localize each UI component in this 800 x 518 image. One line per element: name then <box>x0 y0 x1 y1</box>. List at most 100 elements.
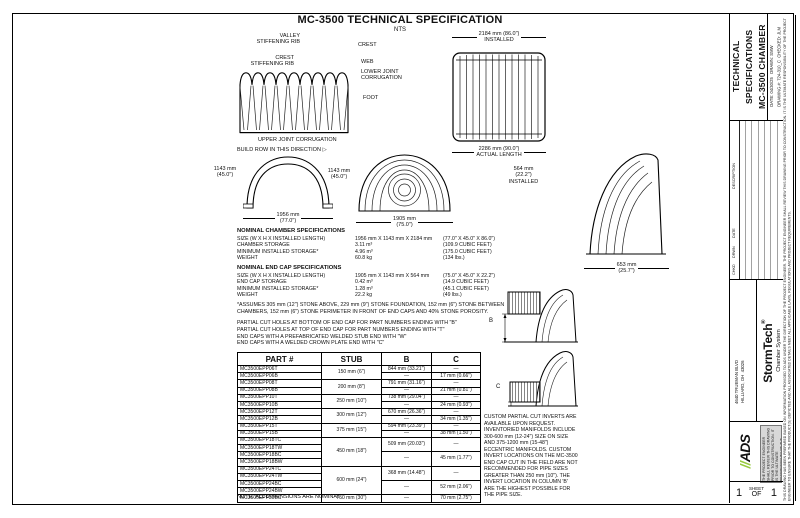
table-cell: 844 mm (33.21") <box>381 364 432 374</box>
table-cell: 594 mm (23.39") <box>381 422 432 431</box>
chamber-top-view-drawing <box>452 52 546 142</box>
table-row: MC3500EPP06B—17 mm (0.66") <box>237 372 481 381</box>
stormtech-logo: StormTech® Chamber System <box>756 280 783 421</box>
drawn-value: SMW <box>769 45 774 56</box>
web-callout: WEB <box>361 59 374 65</box>
table-cell: MC3500EPP18TC <box>237 436 322 446</box>
sheet-number: 1 <box>736 486 743 499</box>
ads-logo-slashes-icon: // <box>737 462 753 469</box>
revision-grid <box>739 121 783 279</box>
table-cell: 200 mm (8") <box>321 379 382 395</box>
table-cell: — <box>381 386 432 395</box>
table-cell: — <box>431 364 481 374</box>
partial-cut-note-line: END CAPS WITH A PREFABRICATED WELDED STU… <box>237 333 407 340</box>
sheet-border <box>12 13 794 505</box>
drawn-label: DRAWN: <box>769 56 774 74</box>
valley-rib-callout: VALLEY STIFFENING RIB <box>256 33 300 46</box>
actual-length-text: 2286 mm (90.0") ACTUAL LENGTH <box>476 146 522 159</box>
chamber-width-text: 1956 mm (77.0") <box>276 212 300 225</box>
table-cell: MC3500EPP24TC <box>237 465 322 474</box>
table-cell: MC3500EPP12T <box>237 408 322 417</box>
spec-metric: 0.42 m³ <box>355 279 373 286</box>
spec-label: MINIMUM INSTALLED STORAGE* <box>237 248 319 255</box>
spec-label: END CAP STORAGE <box>237 279 287 286</box>
table-cell: 34 mm (1.35") <box>431 415 481 424</box>
registered-mark-icon: ® <box>759 318 766 324</box>
table-row: MC3500EPP18BC —45 mm (1.77") <box>237 451 481 467</box>
c-dim-label: C <box>496 384 501 390</box>
table-cell: MC3500EPP24BC <box>237 479 322 489</box>
table-row: MC3500EPP18TW <box>237 444 481 453</box>
table-cell: — <box>431 408 481 417</box>
partial-cut-note-line: PARTIAL CUT HOLES AT TOP OF END CAP FOR … <box>237 326 445 333</box>
spec-metric: 60.8 kg <box>355 255 373 262</box>
foot-callout: FOOT <box>363 95 379 101</box>
table-cell: 24 mm (0.93") <box>431 400 481 410</box>
table-cell: MC3500EPP24BW <box>237 487 322 496</box>
table-cell: MC3500EPP06B <box>237 372 322 381</box>
chamber-width-dim: 1956 mm (77.0") <box>243 212 333 225</box>
custom-inverts-note: CUSTOM PARTIAL CUT INVERTS ARE AVAILABLE… <box>484 414 578 498</box>
sheet-number-box: 1 SHEET OF 1 <box>730 482 783 503</box>
titleblock-divider-h4 <box>730 481 783 482</box>
endcap-width-text: 1905 mm (75.0") <box>393 216 416 229</box>
table-row: MC3500EPP24TW <box>237 472 481 482</box>
upper-joint-callout: UPPER JOINT CORRUGATION <box>258 137 337 143</box>
endcap-height-dim: 1143 mm (45.0") <box>327 168 351 181</box>
titleblock-divider-h2 <box>730 279 783 280</box>
table-cell: 45 mm (1.77") <box>431 451 481 467</box>
table-cell: — <box>431 379 481 388</box>
c-invert-detail-drawing <box>508 348 580 410</box>
partial-cut-note-line: END CAPS WITH A WELDED CROWN PLATE END W… <box>237 340 385 347</box>
table-cell: MC3500EPP24TW <box>237 472 322 482</box>
revision-table: DESCRIPTION DATE DRWN CHKD <box>730 121 783 279</box>
titleblock-divider-v2 <box>756 280 757 421</box>
title-block: THIS DRAWING HAS BEEN PREPARED BASED ON … <box>729 13 796 503</box>
titleblock-divider-h3 <box>730 421 783 422</box>
spec-label: WEIGHT <box>237 255 258 262</box>
b-invert-detail-drawing <box>502 286 580 346</box>
spec-metric: 1.28 m³ <box>355 285 373 292</box>
edge-disclaimer: THIS DRAWING HAS BEEN PREPARED BASED ON … <box>783 15 796 501</box>
table-row: MC3500EPP18BW <box>237 458 481 467</box>
table-cell: 250 mm (10") <box>321 393 382 410</box>
spec-imperial: (75.0" X 45.0" X 22.2") <box>443 273 495 279</box>
lower-joint-callout: LOWER JOINT CORRUGATION <box>361 69 402 82</box>
spec-imperial: (175.0 CUBIC FEET) <box>443 248 492 255</box>
table-cell: 368 mm (14.48") <box>381 465 432 482</box>
spec-label: WEIGHT <box>237 292 258 299</box>
titleblock-info: DATE: 04/30/25 DRAWN: SMW DRAWING #: 724… <box>768 13 783 120</box>
table-cell: MC3500EPP18BC <box>237 451 322 460</box>
spec-imperial: (14.9 CUBIC FEET) <box>443 279 489 286</box>
table-cell: 38 mm (1.50") <box>431 429 481 438</box>
table-cell: — <box>431 422 481 431</box>
actual-length-dim: 2286 mm (90.0") ACTUAL LENGTH <box>452 146 546 159</box>
company-address: 4640 TRUEMAN BLVD HILLIARD, OH 43026 <box>734 359 745 405</box>
table-cell: — <box>381 494 432 503</box>
sheet-of-label: SHEET OF <box>749 486 764 498</box>
ads-logo: //ADS <box>732 423 758 481</box>
table-cell: MC3500EPP06T <box>237 364 322 374</box>
drawing-no-value: 724-310_C <box>776 59 782 81</box>
endcap-specs-table: SIZE (W X H X INSTALLED LENGTH)1905 mm X… <box>237 273 495 299</box>
table-cell: 509 mm (20.03") <box>381 436 432 453</box>
col-header-c: C <box>431 352 481 366</box>
table-row: MC3500EPP24BW <box>237 487 481 496</box>
info-line-drawing: DRAWING #: 724-310_C CHECKED: JLM <box>776 27 784 107</box>
table-cell: 150 mm (6") <box>321 364 382 381</box>
table-cell: — <box>381 451 432 467</box>
chamber-front-view-drawing <box>243 152 333 210</box>
spec-imperial: (134 lbs.) <box>443 255 465 262</box>
table-cell: MC3500EPP10T <box>237 393 322 402</box>
strip-disclaimer: THE PROJECT ENGINEER SHALL REVIEW THIS D… <box>760 425 782 483</box>
table-cell: — <box>431 393 481 402</box>
spec-imperial: (45.1 CUBIC FEET) <box>443 285 489 292</box>
parts-table-header-row: PART # STUB B C <box>237 352 481 366</box>
spec-imperial: (77.0" X 45.0" X 86.0") <box>443 236 495 242</box>
endcap-length-text: 653 mm (25.7") <box>616 262 637 275</box>
